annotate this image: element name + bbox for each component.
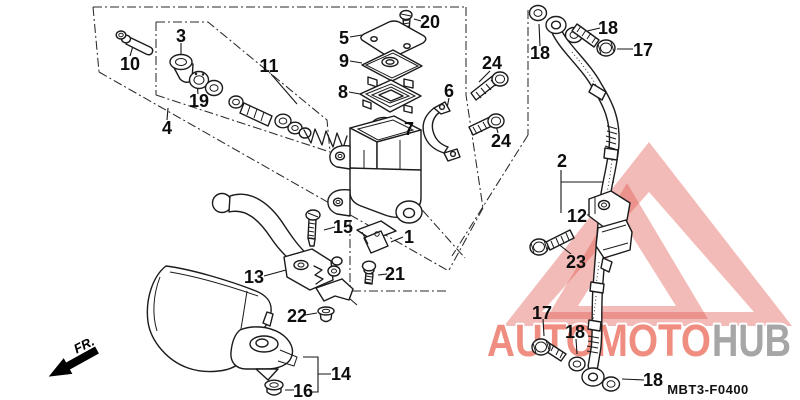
watermark-triangle-small — [546, 183, 708, 319]
phantom-boundaries — [92, 6, 529, 292]
part-clamp-6 — [422, 101, 461, 162]
front-direction-indicator: FR. — [48, 334, 99, 377]
part-bolt-24b — [468, 113, 505, 136]
part-brake-hose-2 — [545, 15, 620, 387]
callout-22: 22 — [287, 306, 307, 326]
part-bolt-23 — [529, 229, 575, 256]
callout-18: 18 — [565, 322, 585, 342]
callout-7: 7 — [404, 119, 414, 139]
callout-8: 8 — [338, 82, 348, 102]
callout-9: 9 — [339, 51, 349, 71]
part-nut-16 — [264, 379, 284, 396]
part-bolt-21 — [361, 260, 377, 285]
callout-20: 20 — [420, 12, 440, 32]
callout-17: 17 — [633, 40, 653, 60]
part-boot-3 — [169, 53, 194, 83]
part-banjo-top — [528, 4, 616, 57]
callout-5: 5 — [339, 28, 349, 48]
part-lever-13 — [211, 192, 358, 306]
callout-4: 4 — [162, 118, 172, 138]
callout-18: 18 — [530, 43, 550, 63]
watermark-triangle-large — [504, 142, 792, 326]
callout-3: 3 — [176, 26, 186, 46]
callout-2: 2 — [557, 151, 567, 171]
part-switch — [356, 220, 397, 254]
callout-10: 10 — [120, 54, 140, 74]
callout-18: 18 — [598, 18, 618, 38]
callout-6: 6 — [444, 81, 454, 101]
callout-1: 1 — [404, 227, 414, 247]
part-master-cylinder-1 — [327, 115, 423, 224]
callout-18: 18 — [643, 370, 663, 390]
callout-24: 24 — [482, 53, 502, 73]
parts-artwork — [115, 4, 633, 396]
callout-19: 19 — [189, 91, 209, 111]
part-plate-9 — [361, 49, 423, 89]
part-banjo-bottom — [531, 338, 621, 392]
callout-13: 13 — [244, 267, 264, 287]
part-grommet-22 — [317, 306, 335, 323]
callout-23: 23 — [566, 252, 586, 272]
part-piston-kit-11 — [204, 79, 348, 149]
part-bolt-24a — [470, 71, 509, 101]
callout-16: 16 — [293, 381, 313, 400]
part-pin-10 — [115, 30, 154, 56]
part-screw-15 — [305, 209, 321, 247]
part-circlip-19 — [188, 70, 210, 90]
part-diaphragm-8 — [359, 79, 422, 114]
watermark: AUTOMOTO HUB — [485, 142, 793, 368]
callout-21: 21 — [385, 264, 405, 284]
callout-24: 24 — [491, 131, 511, 151]
callout-numbers: 10 3 19 11 4 5 9 8 20 7 6 24 24 1 15 21 13 22 14 16 2 12 23 18 1… — [120, 12, 663, 400]
part-hand-guard-14 — [146, 265, 298, 381]
diagram-code: MBT3-F0400 — [667, 382, 749, 397]
callout-12: 12 — [567, 206, 587, 226]
callout-14: 14 — [331, 364, 351, 384]
fr-arrow-icon — [48, 346, 99, 377]
callout-11: 11 — [259, 56, 278, 76]
part-clamp-stay-12 — [588, 190, 633, 273]
callout-15: 15 — [333, 217, 353, 237]
callout-17: 17 — [532, 303, 552, 323]
watermark-text-secondary: HUB — [712, 315, 791, 366]
